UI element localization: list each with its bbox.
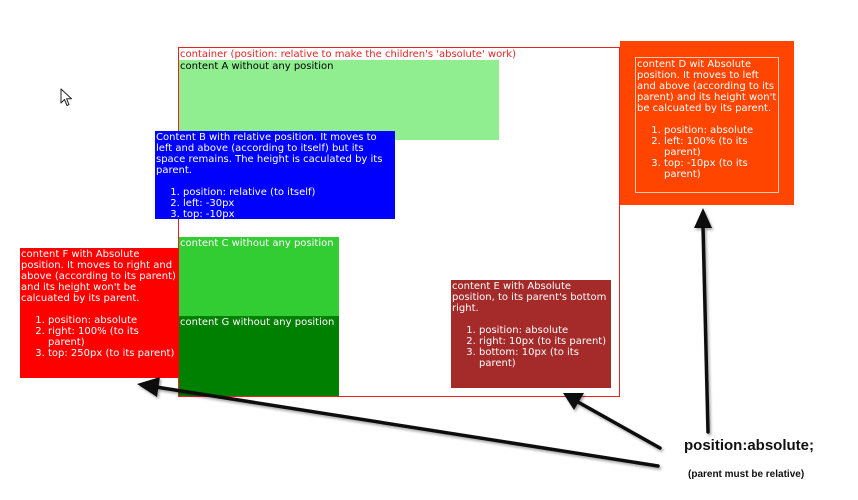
content-e-item: position: absolute — [479, 325, 610, 336]
mouse-pointer-icon — [60, 88, 72, 106]
content-d-box: content D wit Absolute position. It move… — [620, 41, 794, 205]
content-f-item: top: 250px (to its parent) — [48, 348, 178, 359]
content-e-item: bottom: 10px (to its parent) — [479, 347, 610, 369]
content-d-text: content D wit Absolute position. It move… — [637, 59, 777, 114]
content-e-box: content E with Absolute position, to its… — [451, 280, 611, 388]
content-b-item: position: relative (to itself) — [183, 187, 394, 198]
content-e-text: content E with Absolute position, to its… — [452, 281, 607, 314]
arrow-to-content-d — [694, 208, 712, 434]
callout-title: position:absolute; — [684, 437, 814, 454]
content-b-item: left: -30px — [183, 198, 394, 209]
content-c-box: content C without any position — [179, 237, 339, 317]
content-e-list: position: absolute right: 10px (to its p… — [452, 325, 610, 369]
container-box: container (position: relative to make th… — [178, 47, 620, 397]
content-f-item: position: absolute — [48, 315, 178, 326]
container-label: container (position: relative to make th… — [180, 49, 516, 60]
content-d-list: position: absolute left: 100% (to its pa… — [637, 125, 777, 180]
content-d-item: top: -10px (to its parent) — [664, 158, 777, 180]
content-c-text: content C without any position — [180, 238, 334, 249]
content-g-box: content G without any position — [179, 316, 339, 396]
content-e-item: right: 10px (to its parent) — [479, 336, 610, 347]
content-f-list: position: absolute right: 100% (to its p… — [21, 315, 178, 359]
arrow-to-content-e — [563, 393, 662, 450]
content-a-text: content A without any position — [180, 61, 334, 72]
content-d-item: position: absolute — [664, 125, 777, 136]
content-a-box: content A without any position — [179, 60, 499, 140]
content-b-list: position: relative (to itself) left: -30… — [156, 187, 394, 220]
content-g-text: content G without any position — [180, 317, 335, 328]
content-f-text: content F with Absolute position. It mov… — [21, 249, 176, 304]
content-f-box: content F with Absolute position. It mov… — [20, 248, 179, 378]
content-b-item: top: -10px — [183, 209, 394, 220]
content-b-text: Content B with relative position. It mov… — [156, 132, 383, 176]
content-f-item: right: 100% (to its parent) — [48, 326, 178, 348]
content-d-item: left: 100% (to its parent) — [664, 136, 777, 158]
content-b-box: Content B with relative position. It mov… — [155, 131, 395, 220]
arrow-to-content-f — [137, 377, 660, 468]
callout-subtitle: (parent must be relative) — [688, 469, 805, 480]
content-d-inner: content D wit Absolute position. It move… — [635, 57, 779, 193]
